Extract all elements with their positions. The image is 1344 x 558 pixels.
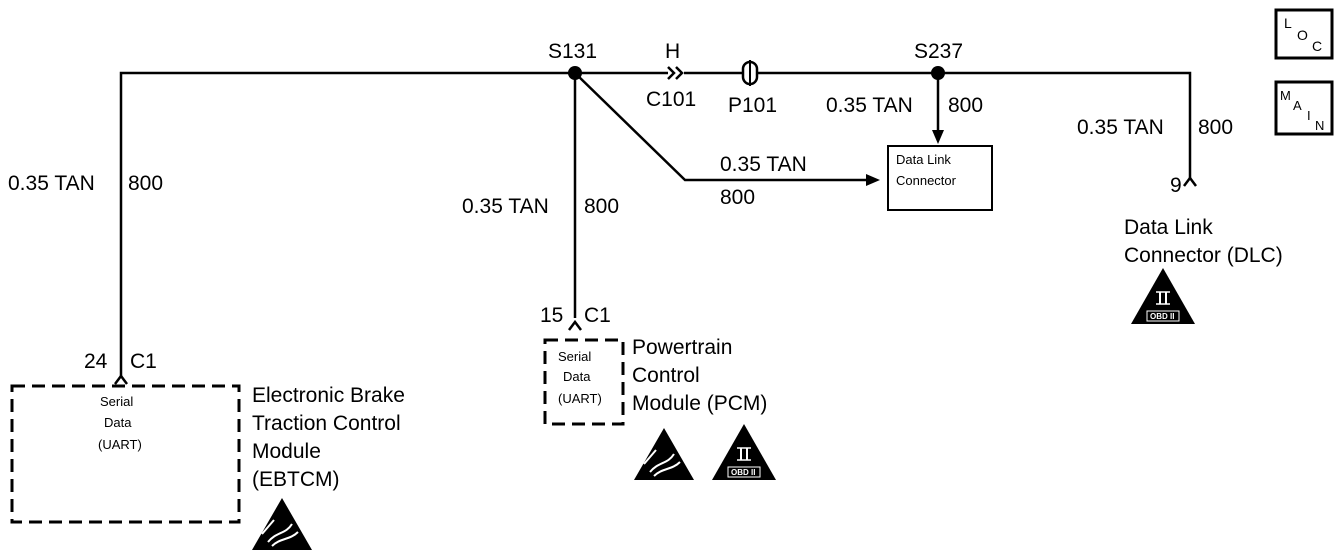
splice-s131-label: S131 — [548, 40, 597, 63]
pcm-inner-line3: (UART) — [558, 391, 602, 406]
pcm-name-line2: Control — [632, 364, 700, 387]
loc-letter-o: O — [1297, 27, 1308, 43]
splice-s237-label: S237 — [914, 40, 963, 63]
pcm-inner-line1: Serial — [558, 349, 591, 364]
ebtcm-inner-line3: (UART) — [98, 437, 142, 452]
dlc-obd-text: OBD II — [1150, 312, 1174, 321]
pcm-obd-text: OBD II — [731, 468, 755, 477]
loc-badge: L O C — [1274, 8, 1334, 60]
s237-wire-gauge: 0.35 TAN — [826, 94, 913, 117]
diag-wire — [574, 72, 868, 182]
loc-letter-c: C — [1312, 38, 1322, 54]
main-letter-m: M — [1280, 88, 1291, 103]
ebtcm-pin-label: 24 — [84, 350, 108, 373]
diag-wire-arrow — [866, 174, 880, 186]
ebtcm-wire — [119, 71, 575, 378]
ebtcm-name-line2: Traction Control — [252, 412, 401, 435]
dlc-wire-gauge: 0.35 TAN — [1077, 116, 1164, 139]
pcm-name-line1: Powertrain — [632, 336, 732, 359]
c101-label: C101 — [646, 88, 696, 111]
data-link-connector-box-line2: Connector — [896, 173, 957, 188]
main-letter-n: N — [1315, 118, 1324, 133]
ebtcm-name-line4: (EBTCM) — [252, 468, 340, 491]
pcm-obd-ii-icon: OBD II — [712, 424, 776, 480]
dlc-name-line2: Connector (DLC) — [1124, 244, 1283, 267]
ebtcm-pin-terminal — [114, 373, 128, 385]
ebtcm-name-line3: Module — [252, 440, 321, 463]
main-letter-i: I — [1307, 108, 1311, 123]
dlc-pin-terminal — [1183, 175, 1197, 187]
ebtcm-wire-circuit: 800 — [128, 172, 163, 195]
loc-letter-l: L — [1284, 15, 1292, 31]
s237-wire-circuit: 800 — [948, 94, 983, 117]
diag-wire-circuit: 800 — [720, 186, 755, 209]
s237-wire-arrow — [932, 130, 944, 144]
c101-inline-connector-2 — [675, 66, 684, 80]
pcm-pin-terminal — [568, 319, 582, 331]
ebtcm-name-line1: Electronic Brake — [252, 384, 405, 407]
c101-inline-connector — [667, 66, 676, 80]
pcm-name-line3: Module (PCM) — [632, 392, 767, 415]
ebtcm-inner-line2: Data — [104, 415, 132, 430]
ebtcm-connector-label: C1 — [130, 350, 157, 373]
ebtcm-esd-icon — [251, 497, 313, 551]
pcm-pin-label: 15 — [540, 304, 563, 327]
pcm-wire-circuit: 800 — [584, 195, 619, 218]
main-badge: M A I N — [1274, 80, 1334, 136]
data-link-connector-box — [887, 145, 993, 211]
p101-to-dlc-wire — [757, 71, 1192, 178]
c101-pin-label: H — [665, 40, 680, 63]
data-link-connector-box-line1: Data Link — [896, 152, 951, 167]
pcm-connector-label: C1 — [584, 304, 611, 327]
pcm-inner-line2: Data — [563, 369, 591, 384]
ebtcm-inner-line1: Serial — [100, 394, 133, 409]
dlc-obd-ii-icon: OBD II — [1131, 268, 1195, 324]
main-letter-a: A — [1293, 98, 1302, 113]
p101-label: P101 — [728, 94, 777, 117]
pcm-wire-gauge: 0.35 TAN — [462, 195, 549, 218]
pcm-serial-data-box — [543, 338, 625, 426]
dlc-name-line1: Data Link — [1124, 216, 1213, 239]
pcm-esd-icon — [633, 427, 695, 481]
splice-s131 — [568, 66, 582, 80]
diag-wire-gauge: 0.35 TAN — [720, 153, 807, 176]
ebtcm-wire-gauge: 0.35 TAN — [8, 172, 95, 195]
splice-s237 — [931, 66, 945, 80]
dlc-pin-label: 9 — [1170, 174, 1182, 197]
dlc-wire-circuit: 800 — [1198, 116, 1233, 139]
